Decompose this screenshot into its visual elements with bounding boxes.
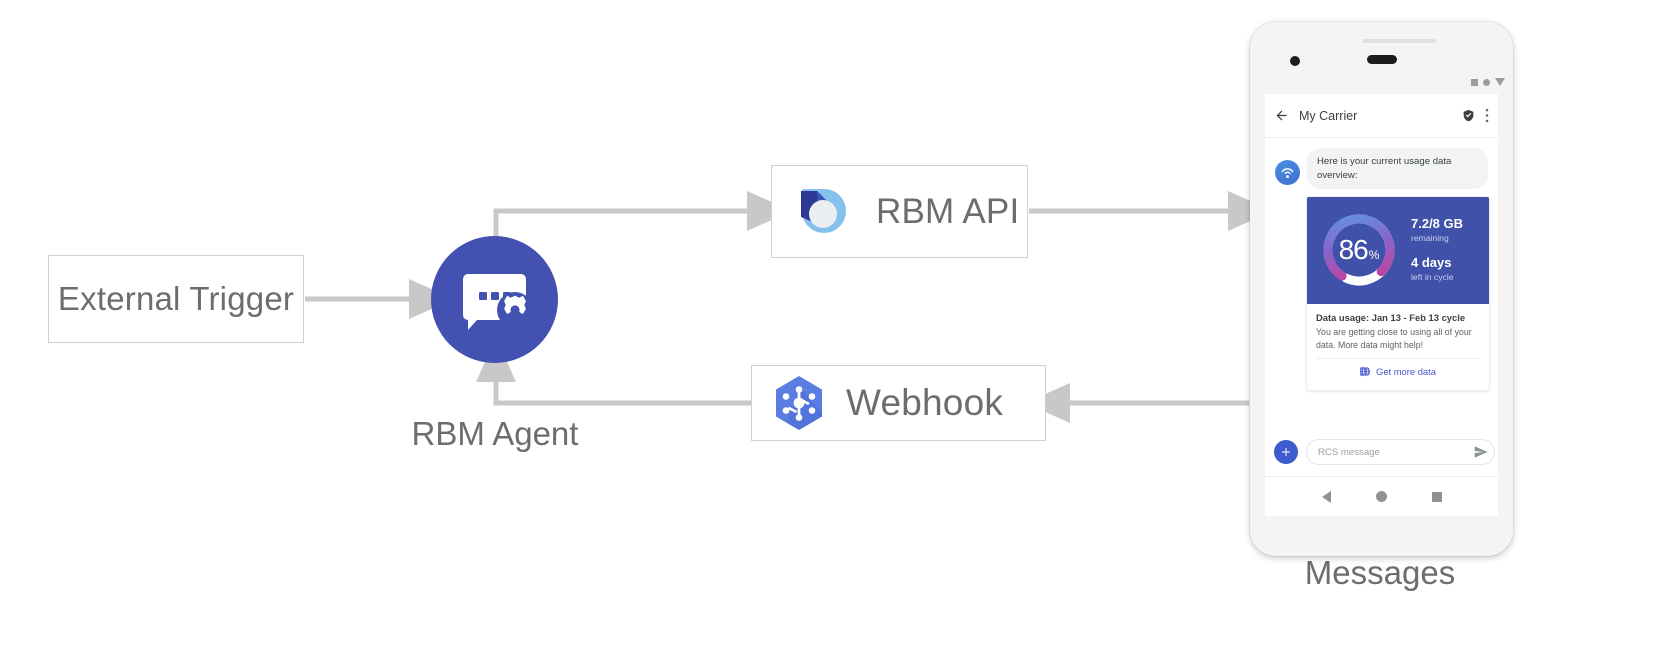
home-circle-icon[interactable]: [1375, 491, 1387, 502]
rich-card-description: You are getting close to using all of yo…: [1316, 327, 1472, 350]
send-icon[interactable]: [1473, 444, 1489, 460]
carrier-signal-icon: [1275, 160, 1300, 185]
globe-link-icon: [1360, 366, 1371, 377]
plus-icon[interactable]: [1274, 440, 1298, 464]
circle-icon: [1483, 78, 1490, 86]
connector-agent-to-api: [493, 191, 792, 238]
gauge-value: 86 %: [1315, 207, 1403, 293]
compose-bar: RCS message: [1265, 431, 1498, 473]
rich-card-title: Data usage: Jan 13 - Feb 13 cycle: [1316, 312, 1466, 324]
android-nav-bar: [1265, 476, 1498, 516]
stat-data-remaining: 7.2/8 GB: [1411, 216, 1464, 232]
connector-webhook-to-agent: [476, 337, 751, 406]
conversation-area: Here is your current usage data overview…: [1265, 139, 1498, 471]
webhook-node[interactable]: Webhook: [751, 365, 1046, 441]
rich-card-body: Data usage: Jan 13 - Feb 13 cycle You ar…: [1307, 304, 1489, 390]
get-more-data-label: Get more data: [1376, 366, 1436, 378]
verified-shield-icon[interactable]: [1462, 109, 1475, 122]
rbm-api-node[interactable]: RBM API: [771, 165, 1028, 258]
gauge-number: 86: [1338, 234, 1369, 266]
incoming-message-row: Here is your current usage data overview…: [1265, 148, 1498, 190]
recents-square-icon[interactable]: [1431, 491, 1442, 502]
chat-gear-icon: [463, 274, 533, 330]
gauge-panel: 86 % 7.2/8 GB remaining 4 days left in c…: [1307, 197, 1489, 305]
rbm-api-label: RBM API: [876, 191, 1020, 231]
back-triangle-icon[interactable]: [1321, 490, 1331, 503]
external-trigger-node[interactable]: External Trigger: [48, 255, 304, 343]
stat-days-left: 4 days: [1411, 255, 1452, 271]
webhook-hexagon-icon: [776, 376, 822, 430]
phone-screen: My Carrier: [1265, 94, 1498, 516]
rich-card[interactable]: 86 % 7.2/8 GB remaining 4 days left in c…: [1306, 196, 1490, 392]
app-bar-title: My Carrier: [1299, 108, 1358, 123]
rbm-agent-label: RBM Agent: [411, 415, 579, 452]
back-arrow-icon[interactable]: [1274, 108, 1289, 123]
overflow-menu-icon[interactable]: [1485, 108, 1489, 123]
message-bubble: Here is your current usage data overview…: [1307, 148, 1488, 190]
message-text: Here is your current usage data overview…: [1317, 156, 1452, 181]
messages-label: Messages: [1304, 554, 1456, 591]
external-trigger-label: External Trigger: [57, 280, 295, 317]
rbm-agent-circle: [431, 236, 558, 363]
stat-data-remaining-caption: remaining: [1411, 233, 1449, 244]
app-bar: My Carrier: [1265, 94, 1498, 138]
status-bar: [1471, 78, 1505, 86]
front-camera-icon: [1290, 56, 1300, 66]
rcs-message-placeholder: RCS message: [1318, 446, 1380, 458]
rbm-api-droplet-icon: [798, 188, 846, 233]
signal-triangle-icon: [1495, 78, 1505, 86]
speaker-grille: [1362, 39, 1436, 43]
square-icon: [1471, 78, 1478, 86]
get-more-data-button[interactable]: Get more data: [1316, 358, 1480, 384]
webhook-label: Webhook: [846, 382, 1004, 423]
earpiece: [1366, 55, 1397, 64]
usage-stats: 7.2/8 GB remaining 4 days left in cycle: [1409, 216, 1479, 283]
stat-days-left-caption: left in cycle: [1411, 272, 1454, 283]
phone-mockup: My Carrier: [1250, 22, 1513, 556]
usage-gauge: 86 %: [1315, 207, 1403, 293]
rcs-message-input[interactable]: RCS message: [1306, 439, 1495, 465]
rbm-agent-node[interactable]: [431, 236, 558, 363]
gauge-unit: %: [1368, 247, 1380, 262]
